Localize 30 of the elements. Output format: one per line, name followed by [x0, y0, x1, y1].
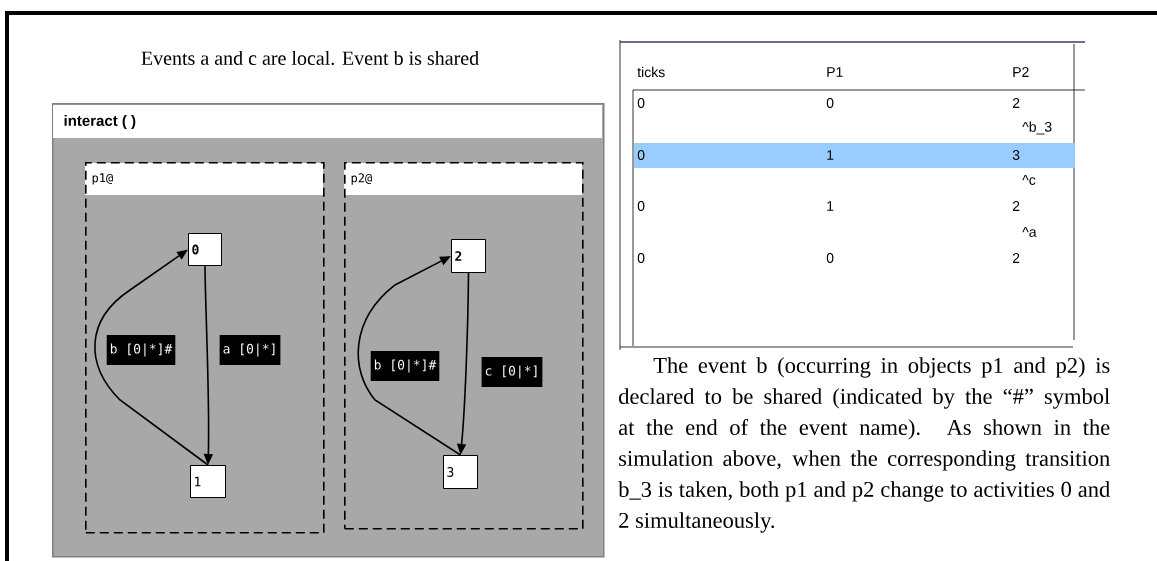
- table-cell: 0: [826, 98, 834, 108]
- table-cell: 0: [637, 98, 645, 108]
- table-cell: 2: [1012, 201, 1020, 211]
- edge-label: b [0|*]#: [106, 335, 176, 365]
- transition-label: ^c: [1022, 175, 1036, 185]
- edge-label: a [0|*]: [219, 335, 281, 365]
- edge-label: b [0|*]#: [370, 351, 440, 381]
- state-box: 3: [443, 455, 478, 489]
- state-box: 1: [190, 465, 226, 498]
- table-cell: 0: [637, 201, 645, 211]
- table-cell: 2: [1012, 253, 1020, 263]
- column-header: P1: [827, 67, 843, 77]
- table-cell: 0: [637, 253, 645, 263]
- table-cell: 0: [637, 150, 645, 160]
- transition-label: ^b_3: [1022, 121, 1052, 135]
- state-box: 0: [188, 233, 222, 266]
- edge-label: c [0|*]: [481, 357, 543, 387]
- column-header: ticks: [637, 66, 665, 78]
- column-header: P2: [1013, 67, 1029, 77]
- table-cell: 1: [827, 201, 834, 211]
- state-box: 2: [451, 239, 486, 273]
- transition-label: ^a: [1022, 227, 1037, 237]
- arrow: [94, 249, 209, 466]
- paragraph: The event b (occurring in objects p1 and p2) is declared to be shared (indicated by the “#” symbol at the end of the event name). As shown in the simulation above, when the corresponding transition b_3 is taken, both p1 and p2 change to activities 0 and 2 simultaneously.: [618, 357, 1110, 533]
- table-cell: 1: [827, 150, 834, 160]
- heading: Events a and c are local. Event b is shared: [141, 50, 479, 66]
- table-cell: 3: [1012, 150, 1020, 160]
- arrow: [357, 256, 462, 456]
- table-cell: 0: [826, 253, 834, 263]
- table-cell: 2: [1012, 98, 1020, 108]
